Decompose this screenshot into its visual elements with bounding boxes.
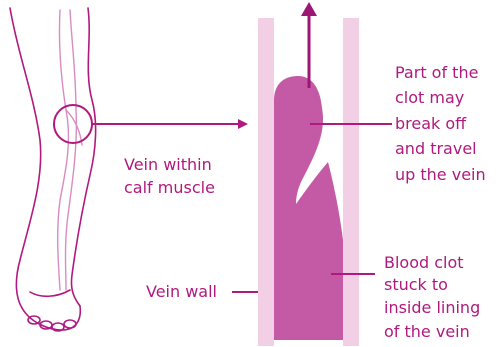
leg-illustration <box>10 8 96 331</box>
label-break-off-line4: and travel <box>395 139 477 158</box>
label-break-off-line2: clot may <box>395 88 464 107</box>
label-stuck-clot-line4: of the vein <box>384 322 470 341</box>
label-break-off-line3: break off <box>395 114 467 133</box>
label-stuck-clot-line1: Blood clot <box>384 253 464 272</box>
ankle-line <box>30 290 70 296</box>
label-vein-wall: Vein wall <box>146 282 217 301</box>
toe-4 <box>64 320 76 328</box>
leg-vein-2 <box>66 10 77 290</box>
vein-wall-left <box>258 18 274 346</box>
label-break-off-line1: Part of the <box>395 63 478 82</box>
leg-outline-back <box>10 8 41 308</box>
label-vein-within-calf-line1: Vein within <box>124 155 212 174</box>
travel-arrow-head <box>301 2 317 16</box>
label-stuck-clot-line3: inside lining <box>384 298 480 317</box>
label-stuck-clot-line2: stuck to <box>384 275 448 294</box>
leg-veins <box>58 10 82 290</box>
calf-magnifier-circle <box>54 105 92 143</box>
label-vein-within-calf-line2: calf muscle <box>124 178 215 197</box>
blood-clot <box>274 76 343 340</box>
connector-arrowhead <box>238 119 248 129</box>
vein-wall-right <box>343 18 359 346</box>
leg-vein-1 <box>58 10 69 290</box>
label-break-off-line5: up the vein <box>395 165 486 184</box>
